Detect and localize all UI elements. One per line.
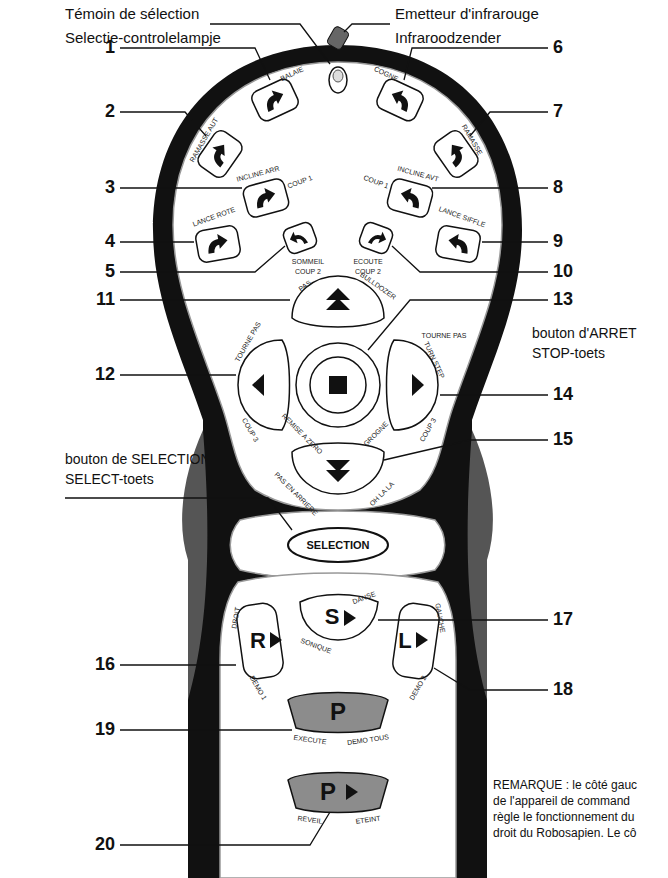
callout-number: 20 — [95, 835, 115, 855]
callout-number: 13 — [553, 290, 573, 310]
callout-number: 19 — [95, 720, 115, 740]
button-text: P — [330, 699, 346, 725]
lower-face — [220, 573, 456, 878]
direction-arrows — [252, 288, 424, 482]
callout-number: 11 — [96, 290, 115, 310]
button-label: ECOUTE — [353, 258, 382, 266]
callout-text: SELECT-toets — [65, 472, 154, 487]
callout-number: 10 — [553, 262, 573, 282]
callout-number: 8 — [553, 178, 563, 198]
arrow-button — [357, 221, 394, 256]
action-button — [386, 177, 435, 219]
note-text: de l'appareil de command — [493, 795, 630, 808]
button-letter: L — [395, 628, 414, 654]
callout-number: 5 — [105, 262, 115, 282]
select-button: SELECTION — [304, 538, 373, 552]
callout-number: 16 — [95, 655, 115, 675]
note-text: REMARQUE : le côté gauc — [493, 779, 637, 792]
callout-number: 12 — [95, 365, 115, 385]
callout-number: 6 — [553, 38, 563, 58]
note-text: règle le fonctionnement du — [493, 811, 634, 824]
callout-text: Emetteur d'infrarouge — [395, 6, 539, 23]
callout-number: 7 — [553, 102, 563, 122]
callout-number: 1 — [105, 38, 115, 58]
callout-text: Selectie-controlelampje — [65, 30, 221, 47]
callout-number: 3 — [105, 178, 115, 198]
button-label: TOURNE PAS — [422, 332, 467, 340]
button-letter: P — [317, 778, 339, 806]
stop-square — [329, 376, 347, 394]
selection-collar — [230, 511, 445, 579]
callout-text: Infraroodzender — [395, 30, 501, 47]
button-text: S — [325, 605, 340, 629]
action-button — [435, 225, 482, 264]
action-button — [195, 225, 242, 264]
leader-lines — [65, 24, 548, 845]
button-letter: R — [247, 628, 269, 654]
callout-number: 14 — [553, 385, 573, 405]
selection-led — [329, 67, 347, 93]
button-triangles — [270, 610, 428, 800]
callout-number: 4 — [105, 232, 115, 252]
action-button — [374, 77, 426, 124]
button-letter: P — [327, 698, 349, 726]
upper-face — [173, 62, 502, 510]
action-button — [242, 177, 291, 219]
callout-text: STOP-toets — [532, 346, 605, 361]
arrow-button — [281, 221, 318, 256]
callout-text: bouton d'ARRET — [532, 326, 637, 341]
button-label: SOMMEIL — [292, 258, 324, 266]
lower-buttons — [235, 595, 441, 813]
button-text: SELECTION — [307, 539, 370, 551]
callout-text: Témoin de sélection — [65, 6, 199, 23]
button-text: L — [398, 629, 411, 653]
button-label: COUP 2 — [295, 268, 321, 276]
callout-text: bouton de SELECTION — [65, 452, 211, 467]
selection-button — [288, 528, 388, 562]
note-text: droit du Robosapien. Le cô — [493, 827, 636, 840]
callout-number: 9 — [553, 232, 563, 252]
button-text: R — [250, 629, 266, 653]
selection-led-lens — [333, 70, 343, 82]
button-text: P — [320, 779, 336, 805]
callout-number: 17 — [553, 610, 573, 630]
callout-number: 2 — [105, 102, 115, 122]
callout-number: 18 — [553, 680, 573, 700]
action-button — [249, 77, 301, 124]
callout-number: 15 — [553, 430, 573, 450]
direction-pad — [238, 276, 438, 494]
button-letter: S — [322, 604, 343, 630]
